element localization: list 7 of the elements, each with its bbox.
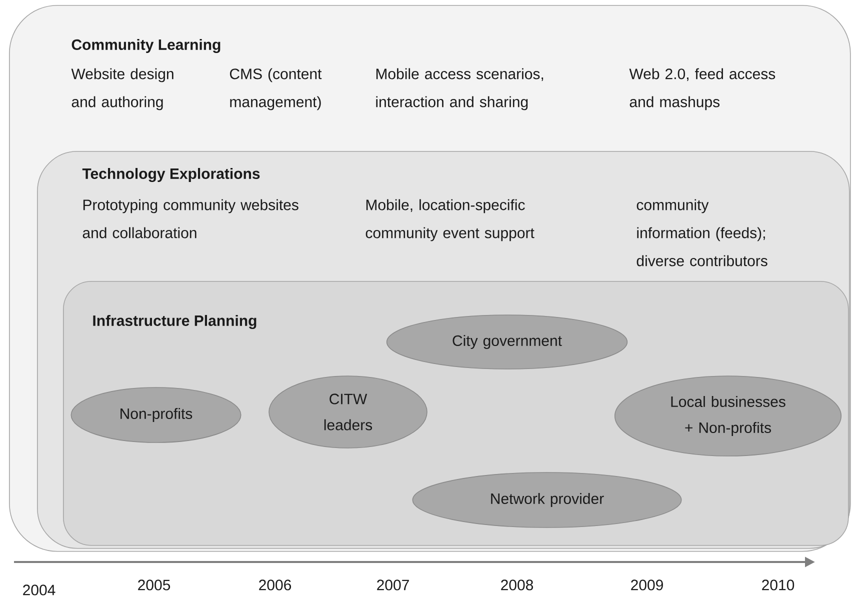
year-label: 2007 bbox=[377, 580, 409, 590]
year-label: 2006 bbox=[259, 580, 292, 590]
year-label: 2010 bbox=[762, 580, 794, 590]
year-label: 2005 bbox=[138, 580, 170, 590]
year-label: 2009 bbox=[631, 580, 663, 590]
year-label: 2008 bbox=[501, 580, 534, 590]
year-label: 2004 bbox=[23, 584, 56, 596]
